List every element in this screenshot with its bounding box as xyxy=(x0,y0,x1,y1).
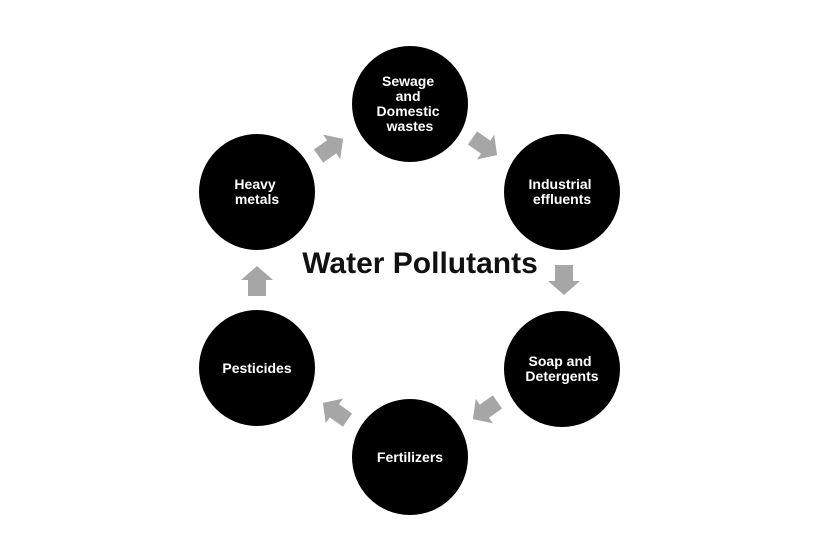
node-sewage-line-3: Domestic xyxy=(377,103,440,119)
node-industrial-line-1: Industrial xyxy=(529,176,592,192)
node-soap-line-1: Soap and xyxy=(529,353,592,369)
arrow-sewage-to-industrial xyxy=(467,131,498,160)
node-pesticides: Pesticides xyxy=(199,310,315,426)
node-fertilizers: Fertilizers xyxy=(352,399,468,515)
svg-text:Fertilizers: Fertilizers xyxy=(377,449,443,465)
node-heavy-metals: Heavy metals xyxy=(199,134,315,250)
node-soap-line-2: Detergents xyxy=(525,368,598,384)
arrow-industrial-to-soap xyxy=(548,265,580,295)
node-heavy-metals-line-1: Heavy xyxy=(234,176,275,192)
node-sewage: Sewage and Domestic wastes xyxy=(352,46,468,162)
svg-text:Soap and Detergents: Soap and Detergents xyxy=(525,353,598,384)
node-industrial: Industrial effluents xyxy=(504,134,620,250)
blank-box xyxy=(312,278,514,322)
node-soap: Soap and Detergents xyxy=(504,311,620,427)
svg-text:Pesticides: Pesticides xyxy=(222,360,291,376)
diagram-title: Water Pollutants xyxy=(302,247,538,280)
node-industrial-line-2: effluents xyxy=(533,191,592,207)
svg-text:Heavy metals: Heavy metals xyxy=(234,176,279,207)
node-fertilizers-line-1: Fertilizers xyxy=(377,449,443,465)
arrow-heavy-metals-to-sewage xyxy=(313,134,344,163)
svg-text:Sewage and Dom: Sewage and Domestic wastes xyxy=(377,73,444,134)
arrow-fertilizers-to-pesticides xyxy=(322,398,353,427)
node-sewage-line-2: and xyxy=(396,88,421,104)
arrow-soap-to-fertilizers xyxy=(472,395,503,424)
node-sewage-line-4: wastes xyxy=(386,118,434,134)
node-pesticides-line-1: Pesticides xyxy=(222,360,291,376)
svg-text:Industrial effluents: Industrial effluents xyxy=(529,176,596,207)
node-sewage-line-1: Sewage xyxy=(382,73,434,89)
node-heavy-metals-line-2: metals xyxy=(235,191,280,207)
arrow-pesticides-to-heavy-metals xyxy=(241,266,273,296)
